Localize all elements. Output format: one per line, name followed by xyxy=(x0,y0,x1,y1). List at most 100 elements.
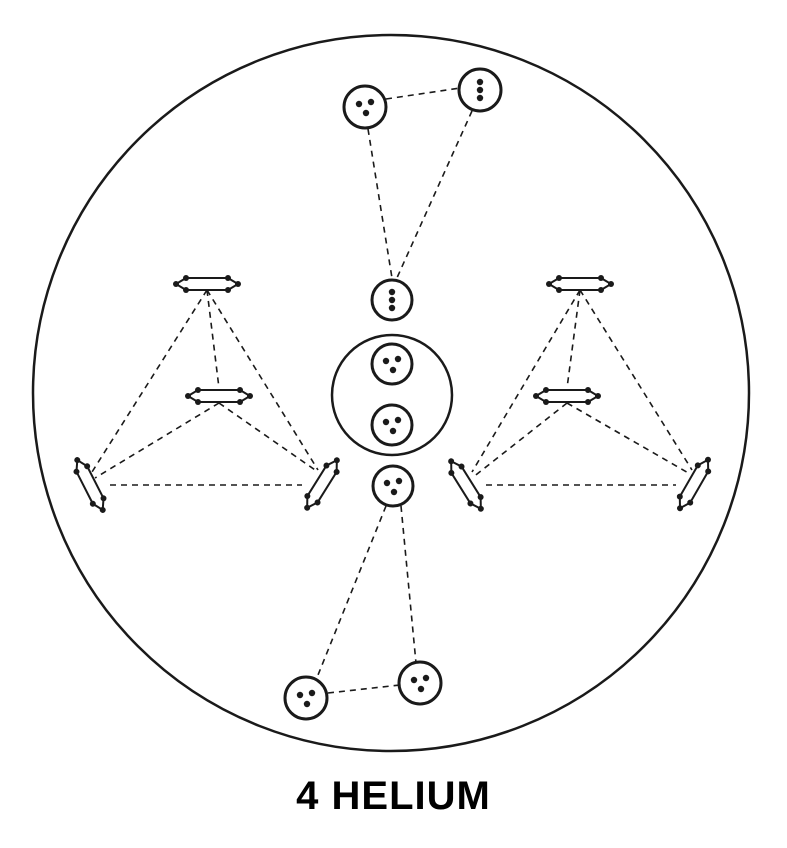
dashed-link xyxy=(206,289,319,471)
plate-outline xyxy=(678,458,710,510)
particle-ring xyxy=(370,342,414,386)
particle-dot xyxy=(382,418,390,426)
plate-outline xyxy=(450,459,482,511)
particle-dot xyxy=(383,479,391,487)
plate-body xyxy=(448,458,484,512)
plate-body xyxy=(173,275,241,293)
dashed-link xyxy=(327,684,401,694)
particle-dot xyxy=(388,288,396,296)
plate-dot xyxy=(225,287,231,293)
plate-dot xyxy=(333,457,340,464)
plate-body xyxy=(304,457,340,511)
plate-dot xyxy=(89,500,96,507)
plate-dot xyxy=(73,468,80,475)
particle-dot xyxy=(395,477,403,485)
dashed-link xyxy=(395,110,473,281)
plate-dot xyxy=(314,499,321,506)
particle-dot xyxy=(394,355,402,363)
plate-dot xyxy=(183,287,189,293)
plate-dot xyxy=(477,494,484,501)
plate-outline xyxy=(306,458,338,510)
particle-ring xyxy=(371,464,415,508)
particle-dot xyxy=(389,427,397,435)
particle-dot xyxy=(389,366,397,374)
plate-dot xyxy=(100,495,107,502)
dashed-link xyxy=(566,289,581,389)
plate-dot xyxy=(448,458,455,465)
dashed-link xyxy=(206,289,220,389)
plate-dot xyxy=(556,275,562,281)
particle-dot xyxy=(362,109,370,117)
plate-dot xyxy=(677,505,683,512)
particle-dot xyxy=(308,689,316,697)
central-sphere xyxy=(330,333,454,457)
particle-ring xyxy=(283,675,329,721)
dashed-connections xyxy=(91,87,693,694)
plate-dot xyxy=(323,462,330,469)
particle-dot xyxy=(422,674,430,682)
plate-dot xyxy=(608,281,614,287)
outer-circle xyxy=(31,33,751,753)
plate-body xyxy=(546,275,614,293)
dashed-link xyxy=(91,289,208,473)
plate-dot xyxy=(585,387,591,393)
plate-dot xyxy=(99,506,106,513)
plate-dot xyxy=(694,462,701,469)
plate-dot xyxy=(585,399,591,405)
particle-dot xyxy=(476,86,484,94)
plate-dot xyxy=(304,493,311,500)
dashed-link xyxy=(385,87,461,100)
plate-dot xyxy=(705,456,711,463)
dashed-link xyxy=(471,289,581,473)
plate-dot xyxy=(458,463,465,470)
plate-dot xyxy=(235,281,241,287)
plate-dot xyxy=(546,281,552,287)
particle-dot xyxy=(394,416,402,424)
particle-ring xyxy=(342,84,388,130)
plate-dot xyxy=(543,399,549,405)
plate-dot xyxy=(543,387,549,393)
dashed-link xyxy=(94,402,220,479)
dashed-link xyxy=(566,402,691,475)
plate-body xyxy=(73,457,107,513)
particle-dot xyxy=(410,676,418,684)
particle-dot xyxy=(390,488,398,496)
plate-dot xyxy=(173,281,179,287)
particle-dot xyxy=(382,357,390,365)
dashed-link xyxy=(218,402,319,473)
plate-dot xyxy=(533,393,539,399)
plate-dot xyxy=(705,468,712,475)
plate-dot xyxy=(195,399,201,405)
particle-dot xyxy=(296,691,304,699)
plate-body xyxy=(533,387,601,405)
dashed-link xyxy=(579,289,693,471)
particle-ring xyxy=(397,660,443,706)
plate-body xyxy=(676,456,712,512)
plate-dot xyxy=(598,287,604,293)
plate-dot xyxy=(598,275,604,281)
plate-dot xyxy=(333,468,340,475)
particle-dot xyxy=(388,296,396,304)
plate-dot xyxy=(237,387,243,393)
particle-dot xyxy=(417,685,425,693)
plate-dot xyxy=(595,393,601,399)
plate-dot xyxy=(183,275,189,281)
plate-dot xyxy=(304,504,311,511)
plate-dot xyxy=(195,387,201,393)
plate-dot xyxy=(84,463,91,470)
particle-dot xyxy=(367,98,375,106)
dashed-link xyxy=(471,402,568,479)
particle-dot xyxy=(476,78,484,86)
particle-dot xyxy=(355,100,363,108)
plate-body xyxy=(185,387,253,405)
particle-dot xyxy=(303,700,311,708)
particle-dot xyxy=(388,304,396,312)
plate-dot xyxy=(477,505,484,512)
dashed-link xyxy=(400,505,417,664)
particle-bodies xyxy=(73,67,712,721)
dashed-link xyxy=(315,505,387,681)
plate-dot xyxy=(448,469,455,476)
plate-dot xyxy=(237,399,243,405)
plate-dot xyxy=(687,499,694,506)
